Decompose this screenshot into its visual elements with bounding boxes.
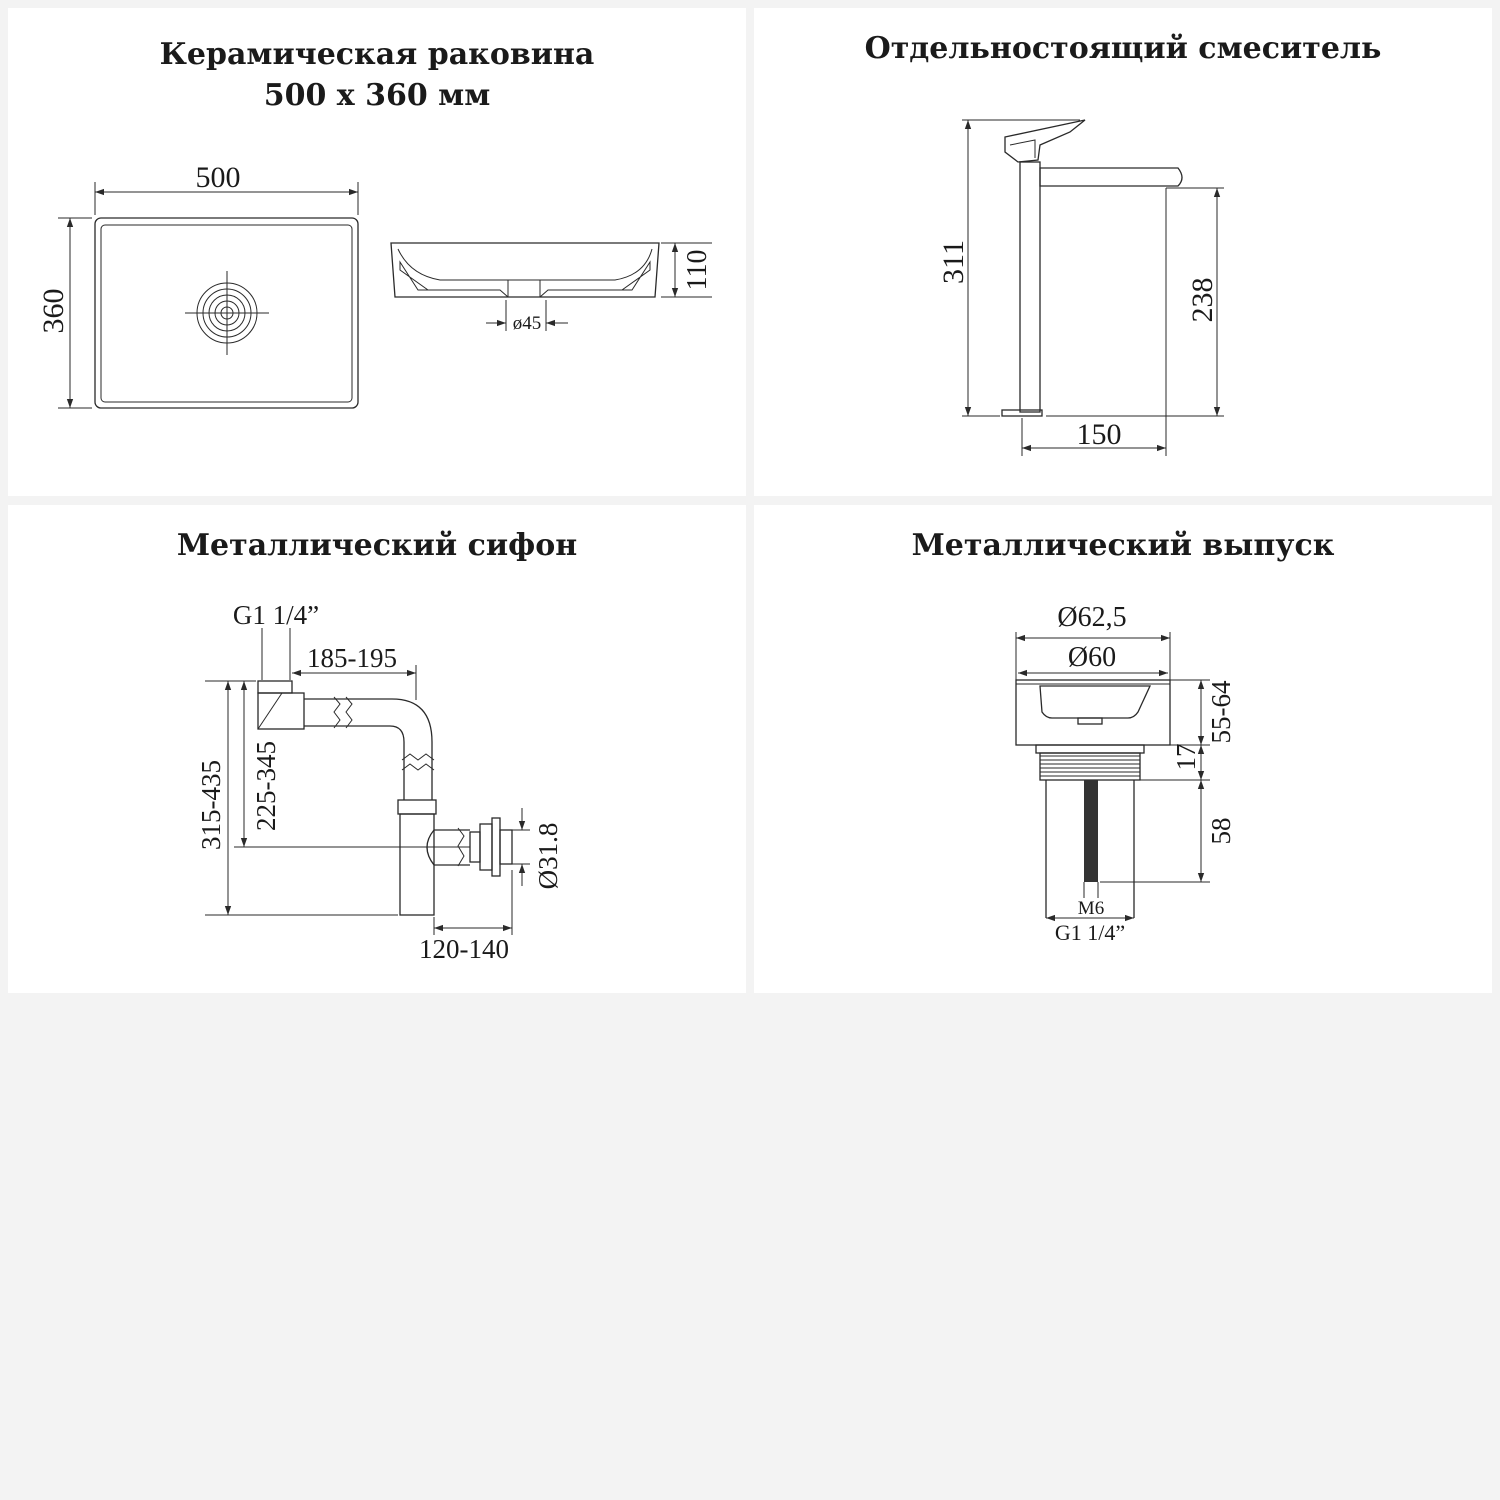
sink-drain-label: ø45 bbox=[513, 313, 542, 334]
siphon-panel: Металлический сифон G1 1/4” 185-195 bbox=[8, 505, 746, 993]
drain-thread-label: G1 1/4” bbox=[1055, 920, 1125, 945]
siphon-length-label: 185-195 bbox=[307, 643, 397, 673]
sink-title-line1: Керамическая раковина bbox=[159, 37, 595, 72]
drain-title: Металлический выпуск bbox=[911, 528, 1335, 563]
mixer-height-label: 311 bbox=[937, 240, 970, 284]
siphon-body bbox=[257, 680, 513, 916]
drain-head-label: 17 bbox=[1171, 744, 1201, 771]
sink-top-inner bbox=[100, 224, 353, 403]
siphon-outlet-diameter-label: Ø31.8 bbox=[533, 823, 563, 890]
sink-side-view bbox=[390, 242, 660, 298]
siphon-title: Металлический сифон bbox=[176, 528, 578, 563]
mixer-spout-height-label: 238 bbox=[1186, 278, 1219, 323]
sink-drain-symbol bbox=[185, 271, 269, 355]
sink-panel: Керамическая раковина 500 х 360 мм 500 bbox=[8, 8, 746, 496]
mixer-drawing: 311 238 150 bbox=[937, 119, 1224, 456]
drain-inner-diameter-label: Ø60 bbox=[1068, 642, 1116, 673]
drain-range-label: 55-64 bbox=[1206, 680, 1236, 743]
sink-height-label: 110 bbox=[682, 250, 713, 291]
drain-outer-diameter-label: Ø62,5 bbox=[1057, 602, 1126, 633]
drain-drawing: Ø62,5 Ø60 bbox=[1015, 602, 1236, 945]
sink-title-line2: 500 х 360 мм bbox=[263, 78, 491, 113]
siphon-thread-label: G1 1/4” bbox=[233, 600, 319, 630]
siphon-drawing: G1 1/4” 185-195 bbox=[196, 600, 563, 964]
drain-panel: Металлический выпуск Ø62,5 Ø60 bbox=[754, 505, 1492, 993]
sink-width-label: 500 bbox=[196, 161, 241, 194]
sink-top-outline bbox=[94, 217, 359, 409]
mixer-panel: Отдельностоящий смеситель 311 238 bbox=[754, 8, 1492, 496]
drain-body-label: 58 bbox=[1206, 818, 1236, 845]
siphon-total-height-label: 315-435 bbox=[196, 760, 226, 850]
mixer-body bbox=[1001, 119, 1183, 417]
siphon-depth-label: 120-140 bbox=[419, 934, 509, 964]
mixer-reach-label: 150 bbox=[1077, 418, 1122, 451]
drain-screw-label: M6 bbox=[1078, 898, 1104, 919]
mixer-title: Отдельностоящий смеситель bbox=[864, 31, 1382, 66]
siphon-outlet-height-label: 225-345 bbox=[251, 741, 281, 831]
sink-drawing: 500 360 110 ø45 bbox=[37, 161, 713, 409]
drain-body bbox=[1015, 679, 1171, 918]
sink-depth-label: 360 bbox=[37, 289, 70, 334]
sink-title: Керамическая раковина 500 х 360 мм bbox=[8, 34, 746, 116]
